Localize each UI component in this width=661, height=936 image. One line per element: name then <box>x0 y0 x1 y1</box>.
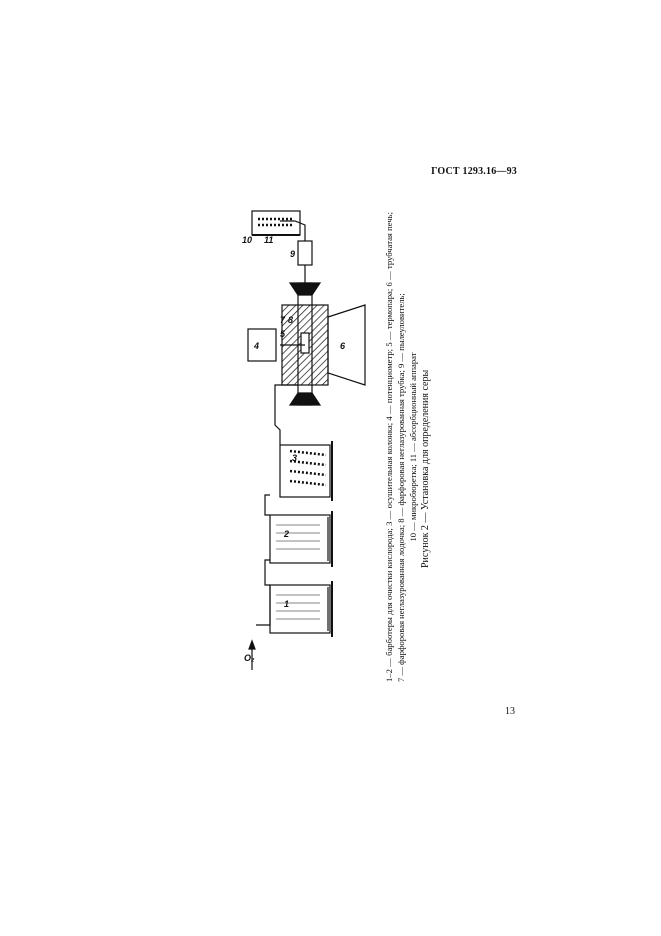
pipe-1-2 <box>264 559 270 586</box>
bubbler-1 <box>269 584 331 634</box>
furnace-stand <box>327 304 366 386</box>
legend-line-2: 10 — микробюретка; 11 — абсорбционный ап… <box>408 352 418 542</box>
bubbler-2 <box>269 514 331 564</box>
absorption-apparatus-11 <box>251 210 301 236</box>
page-number: 13 <box>505 706 515 717</box>
apparatus-schematic: O₂ 1 2 3 4 5 6 7 8 9 10 11 <box>242 210 366 670</box>
figure-caption: Рисунок 2 — Установка для определения се… <box>420 369 431 568</box>
document-header: ГОСТ 1293.16—93 <box>431 166 517 177</box>
label-5: 5 <box>280 329 286 339</box>
label-3: 3 <box>292 453 297 463</box>
dust-trap-9 <box>297 240 313 266</box>
label-o2: O₂ <box>244 653 255 663</box>
label-9: 9 <box>290 249 295 259</box>
apparatus-diagram: O₂ 1 2 3 4 5 6 7 8 9 10 11 <box>240 205 370 675</box>
label-8: 8 <box>288 315 293 325</box>
label-7: 7 <box>280 315 286 325</box>
label-10: 10 <box>242 235 252 245</box>
drying-column-3 <box>279 444 331 498</box>
label-6: 6 <box>340 341 346 351</box>
legend-line-1: 1–2 — барботеры для очистки кислорода; 3… <box>384 212 406 682</box>
label-4: 4 <box>253 341 259 351</box>
label-1: 1 <box>284 599 289 609</box>
figure-legend: 1–2 — барботеры для очистки кислорода; 3… <box>383 212 419 682</box>
potentiometer-4 <box>247 328 277 362</box>
o2-arrow-head <box>248 639 256 650</box>
boat-7 <box>300 332 310 354</box>
pipe-3-furnace <box>274 384 298 445</box>
pipe-2-3 <box>264 494 270 516</box>
label-11: 11 <box>264 235 273 245</box>
inlet-pipe <box>256 585 271 626</box>
label-2: 2 <box>283 529 289 539</box>
